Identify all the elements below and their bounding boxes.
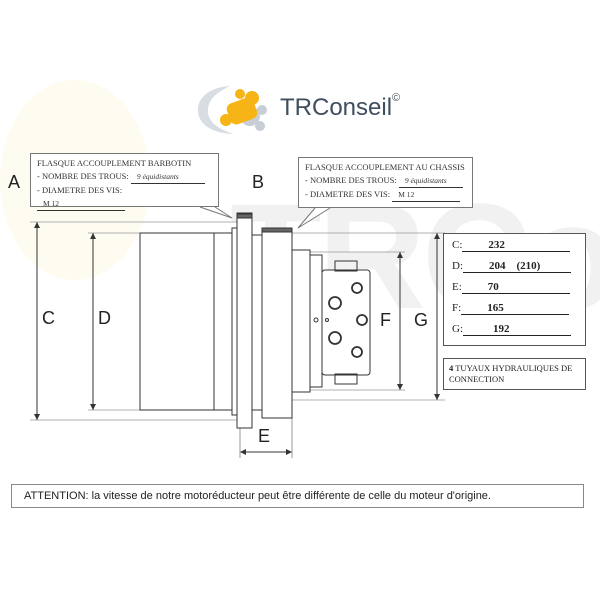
hoses-text: TUYAUX HYDRAULIQUES DE CONNECTION <box>449 363 573 384</box>
dimension-row-c: C:232 <box>452 239 571 252</box>
label-f: F <box>380 310 391 330</box>
label-e: E <box>258 426 271 446</box>
dimensions-table: C:232 D:204 (210) E:70 F:165 G:192 <box>443 233 586 346</box>
callout-a-screw-label: - DIAMETRE DES VIS: <box>37 185 123 195</box>
logo-text: TRConseil© <box>280 92 401 121</box>
label-a: A <box>8 172 21 192</box>
callout-b-screw-label: - DIAMETRE DES VIS: <box>305 189 391 199</box>
dimension-value: 70 <box>461 281 570 294</box>
label-c: C <box>42 308 55 328</box>
dimension-row-g: G:192 <box>452 323 571 336</box>
dimension-row-d: D:204 (210) <box>452 260 571 273</box>
callout-b-holes-label: - NOMBRE DES TROUS: <box>305 175 397 185</box>
dimension-value: 165 <box>461 302 570 315</box>
callout-b-screw-value: M 12 <box>392 188 461 202</box>
label-d: D <box>98 308 111 328</box>
dimension-key: E: <box>452 281 462 293</box>
dimension-value: 192 <box>463 323 571 336</box>
callout-flange-b: FLASQUE ACCOUPLEMENT AU CHASSIS - NOMBRE… <box>298 157 473 208</box>
attention-note: ATTENTION: la vitesse de notre motoréduc… <box>11 484 584 508</box>
dimension-row-e: E:70 <box>452 281 570 294</box>
callout-b-title: FLASQUE ACCOUPLEMENT AU CHASSIS <box>305 162 465 172</box>
dimension-value: 232 <box>462 239 571 252</box>
dimension-key: D: <box>452 260 463 272</box>
motor-drawing <box>30 206 445 458</box>
callout-flange-a: FLASQUE ACCOUPLEMENT BARBOTIN - NOMBRE D… <box>30 153 219 211</box>
dimension-key: G: <box>452 323 463 335</box>
callout-a-screw-value: M 12 <box>37 197 125 211</box>
label-g: G <box>414 310 429 330</box>
label-b: B <box>252 172 265 192</box>
dimension-row-f: F:165 <box>452 302 570 315</box>
callout-b-holes-value: 9 équidistants <box>398 174 463 188</box>
dimension-key: F: <box>452 302 462 314</box>
dimension-key: C: <box>452 239 463 251</box>
callout-a-holes-value: 9 équidistants <box>130 170 205 184</box>
dimension-value: 204 (210) <box>463 260 571 273</box>
hoses-note: 4 TUYAUX HYDRAULIQUES DE CONNECTION <box>443 358 586 390</box>
logo-icon <box>197 86 267 134</box>
callout-a-title: FLASQUE ACCOUPLEMENT BARBOTIN <box>37 158 192 168</box>
hoses-count: 4 <box>449 363 454 373</box>
callout-a-holes-label: - NOMBRE DES TROUS: <box>37 171 129 181</box>
